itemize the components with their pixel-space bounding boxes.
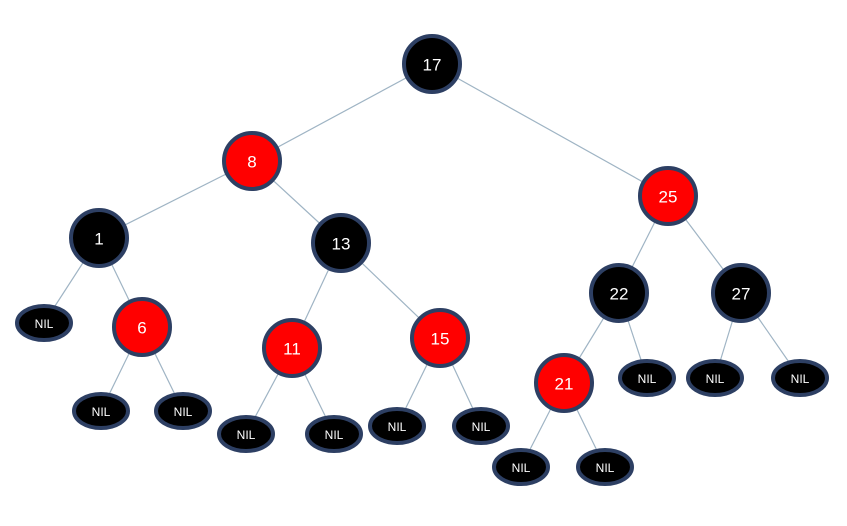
red-node-shape (410, 308, 470, 368)
black-node-shape (618, 359, 676, 397)
nil-leaf-nil4: NIL (217, 415, 275, 453)
black-node-shape (15, 304, 73, 342)
edge-n17-n8 (251, 63, 433, 162)
nil-leaf-nil2: NIL (72, 392, 130, 430)
black-node-shape (711, 263, 771, 323)
tree-node-n6: 6 (112, 297, 172, 357)
node-label: NIL (791, 372, 810, 386)
tree-node-n21: 21 (534, 353, 594, 413)
node-label: NIL (174, 405, 193, 419)
node-label: 1 (94, 230, 103, 249)
node-label: NIL (596, 461, 615, 475)
black-node-shape (69, 208, 129, 268)
black-node-shape (305, 415, 363, 453)
nil-leaf-nil8: NIL (618, 359, 676, 397)
nil-leaf-nil1: NIL (15, 304, 73, 342)
nil-leaf-nil7: NIL (452, 407, 510, 445)
node-label: NIL (638, 372, 657, 386)
nil-leaf-nil5: NIL (305, 415, 363, 453)
tree-node-n17: 17 (402, 34, 462, 94)
node-label: 21 (555, 375, 574, 394)
black-node-shape (686, 359, 744, 397)
node-label: 6 (137, 319, 146, 338)
nil-leaf-nil11: NIL (686, 359, 744, 397)
node-label: NIL (92, 405, 111, 419)
nil-leaf-nil3: NIL (154, 392, 212, 430)
black-node-shape (217, 415, 275, 453)
node-label: NIL (706, 372, 725, 386)
black-node-shape (368, 407, 426, 445)
node-label: NIL (472, 420, 491, 434)
black-node-shape (452, 407, 510, 445)
tree-node-n15: 15 (410, 308, 470, 368)
node-label: 17 (423, 56, 442, 75)
black-node-shape (402, 34, 462, 94)
nil-leaf-nil9: NIL (492, 448, 550, 486)
black-node-shape (311, 213, 371, 273)
tree-node-n27: 27 (711, 263, 771, 323)
black-node-shape (72, 392, 130, 430)
black-node-shape (771, 359, 829, 397)
node-label: NIL (512, 461, 531, 475)
node-label: 15 (431, 330, 450, 349)
node-label: NIL (237, 428, 256, 442)
nil-leaf-nil6: NIL (368, 407, 426, 445)
tree-node-n13: 13 (311, 213, 371, 273)
red-node-shape (112, 297, 172, 357)
black-node-shape (589, 263, 649, 323)
node-label: 25 (659, 188, 678, 207)
black-node-shape (576, 448, 634, 486)
edge-n17-n25 (431, 63, 669, 197)
tree-node-n1: 1 (69, 208, 129, 268)
node-label: NIL (35, 317, 54, 331)
red-node-shape (534, 353, 594, 413)
nil-leaf-nil10: NIL (576, 448, 634, 486)
node-label: NIL (325, 428, 344, 442)
node-label: 27 (732, 285, 751, 304)
node-label: 13 (332, 235, 351, 254)
red-node-shape (262, 318, 322, 378)
tree-node-n22: 22 (589, 263, 649, 323)
node-label: 22 (610, 285, 629, 304)
tree-node-n8: 8 (222, 131, 282, 191)
tree-node-n11: 11 (262, 318, 322, 378)
red-node-shape (638, 166, 698, 226)
red-node-shape (222, 131, 282, 191)
node-label: 8 (247, 153, 256, 172)
tree-node-n25: 25 (638, 166, 698, 226)
nil-leaf-nil12: NIL (771, 359, 829, 397)
black-node-shape (492, 448, 550, 486)
black-node-shape (154, 392, 212, 430)
node-label: NIL (388, 420, 407, 434)
node-label: 11 (283, 340, 301, 359)
